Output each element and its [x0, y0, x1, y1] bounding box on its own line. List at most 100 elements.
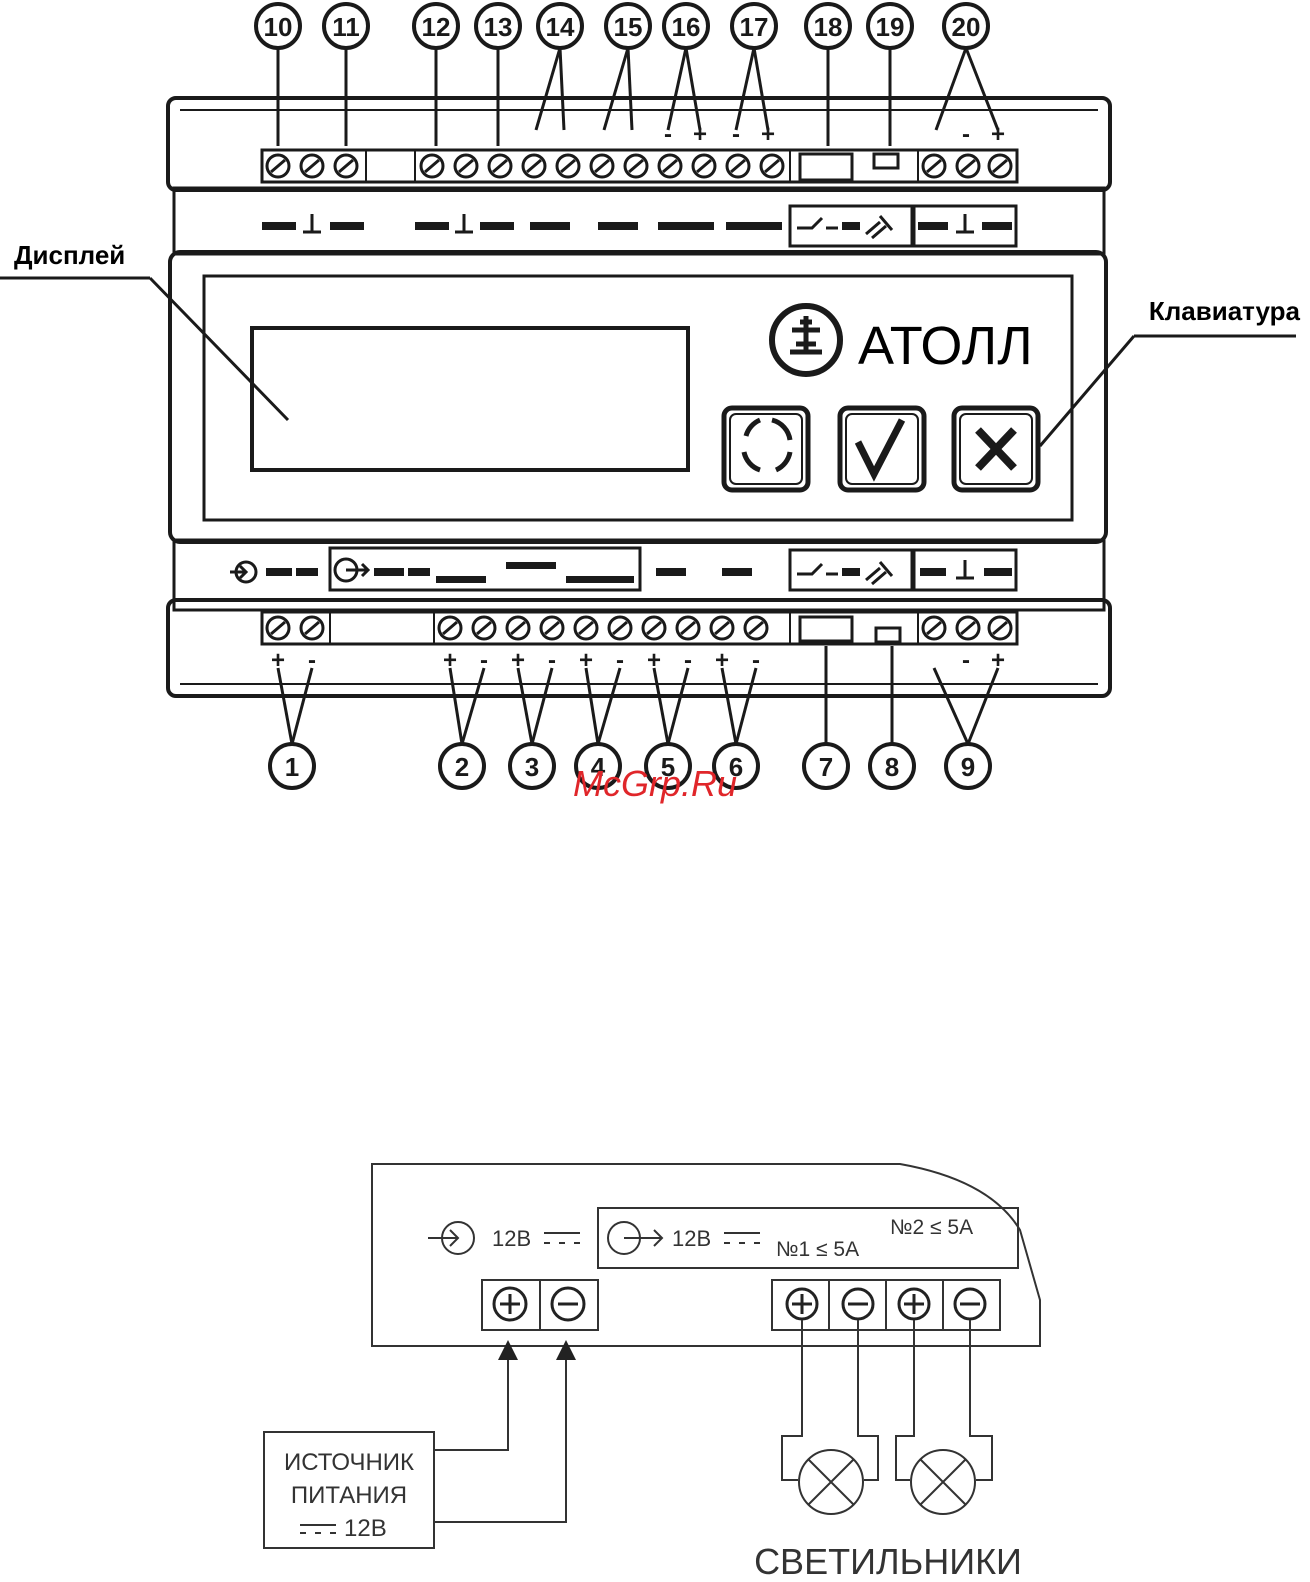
- callout-number: 13: [484, 12, 513, 42]
- callout-10: 10: [256, 4, 300, 146]
- terminal-screw-icon: [761, 155, 783, 177]
- out2-plus-terminal: [899, 1289, 929, 1319]
- callout-number: 7: [819, 752, 833, 782]
- terminal-screw-icon: [421, 155, 443, 177]
- callout-7: 7: [804, 646, 848, 788]
- polarity-plus: +: [761, 121, 775, 148]
- polarity-minus: -: [664, 121, 672, 148]
- out1-plus-terminal: [787, 1289, 817, 1319]
- callout-8: 8: [870, 646, 914, 788]
- display-window: [252, 328, 688, 470]
- callout-13: 13: [476, 4, 520, 146]
- callout-19: 19: [868, 4, 912, 146]
- callout-number: 19: [876, 12, 905, 42]
- polarity-minus: -: [962, 647, 970, 674]
- watermark-text: McGrp.Ru: [573, 763, 737, 804]
- terminal-screw-icon: [557, 155, 579, 177]
- callout-number: 15: [614, 12, 643, 42]
- terminal-screw-icon: [693, 155, 715, 177]
- callout-number: 3: [525, 752, 539, 782]
- callout-14: 14: [536, 4, 582, 130]
- output-voltage: 12В: [672, 1226, 711, 1251]
- input-minus-terminal: [552, 1288, 584, 1320]
- lamp-1-icon: [799, 1450, 863, 1514]
- menu-key[interactable]: [724, 408, 808, 490]
- terminal-screw-icon: [957, 155, 979, 177]
- polarity-minus: -: [548, 647, 556, 674]
- confirm-key[interactable]: [840, 408, 924, 490]
- polarity-plus: +: [693, 121, 707, 148]
- terminal-screw-icon: [625, 155, 647, 177]
- lamps-label: СВЕТИЛЬНИКИ: [754, 1541, 1022, 1577]
- polarity-minus: -: [684, 647, 692, 674]
- callout-number: 2: [455, 752, 469, 782]
- power-source-box: ИСТОЧНИК ПИТАНИЯ 12В: [264, 1432, 434, 1548]
- terminal-screw-icon: [659, 155, 681, 177]
- polarity-minus: -: [308, 647, 316, 674]
- input-plus-terminal: [494, 1288, 526, 1320]
- output-1-limit: №1 ≤ 5А: [776, 1238, 859, 1261]
- out1-minus-terminal: [843, 1289, 873, 1319]
- polarity-plus: +: [647, 647, 661, 674]
- polarity-plus: +: [511, 647, 525, 674]
- callout-12: 12: [414, 4, 458, 146]
- input-voltage: 12В: [492, 1226, 531, 1251]
- terminal-screw-icon: [439, 617, 461, 639]
- terminal-screw-icon: [267, 155, 289, 177]
- lamp-2-icon: [911, 1450, 975, 1514]
- display-label: Дисплей: [14, 240, 125, 270]
- callout-number: 12: [422, 12, 451, 42]
- terminal-screw-icon: [591, 155, 613, 177]
- keyboard-leader-line: [1040, 336, 1134, 446]
- callout-16: 16 -+: [664, 4, 708, 148]
- callout-number: 14: [546, 12, 575, 42]
- terminal-screw-icon: [301, 155, 323, 177]
- terminal-screw-icon: [523, 155, 545, 177]
- controller-device: [168, 98, 1110, 696]
- terminal-screw-icon: [989, 617, 1011, 639]
- polarity-plus: +: [715, 647, 729, 674]
- wiring-diagram: 12В 12В №1 ≤ 5А №2 ≤ 5А: [264, 1164, 1040, 1577]
- terminal-screw-icon: [489, 155, 511, 177]
- terminal-screw-icon: [923, 155, 945, 177]
- source-label-2: ПИТАНИЯ: [291, 1482, 407, 1509]
- terminal-screw-icon: [643, 617, 665, 639]
- terminal-screw-icon: [727, 155, 749, 177]
- source-label-3: 12В: [344, 1515, 387, 1542]
- polarity-plus: +: [271, 647, 285, 674]
- callout-number: 16: [672, 12, 701, 42]
- terminal-screw-icon: [455, 155, 477, 177]
- polarity-plus: +: [579, 647, 593, 674]
- cancel-key[interactable]: [954, 408, 1038, 490]
- callout-1: 1+-: [270, 647, 316, 788]
- callout-20: 20-+: [936, 4, 1005, 148]
- callout-2: 2+-: [440, 647, 488, 788]
- polarity-minus: -: [962, 121, 970, 148]
- callout-3: 3 +-: [510, 647, 556, 788]
- callout-number: 17: [740, 12, 769, 42]
- polarity-plus: +: [991, 647, 1005, 674]
- polarity-minus: -: [732, 121, 740, 148]
- output-2-limit: №2 ≤ 5А: [890, 1216, 973, 1239]
- callout-number: 18: [814, 12, 843, 42]
- brand-name: АТОЛЛ: [858, 316, 1033, 376]
- callout-9: 9-+: [934, 647, 1005, 788]
- terminal-screw-icon: [541, 617, 563, 639]
- callout-number: 20: [952, 12, 981, 42]
- out2-minus-terminal: [955, 1289, 985, 1319]
- polarity-minus: -: [752, 647, 760, 674]
- terminal-screw-icon: [575, 617, 597, 639]
- terminal-screw-icon: [335, 155, 357, 177]
- polarity-minus: -: [616, 647, 624, 674]
- terminal-screw-icon: [267, 617, 289, 639]
- callout-18: 18: [806, 4, 850, 146]
- polarity-plus: +: [443, 647, 457, 674]
- terminal-screw-icon: [989, 155, 1011, 177]
- terminal-screw-icon: [473, 617, 495, 639]
- callout-number: 8: [885, 752, 899, 782]
- atoll-logo-icon: [772, 306, 840, 374]
- callout-15: 15: [604, 4, 650, 130]
- callout-11: 11: [324, 4, 368, 146]
- keyboard-label: Клавиатура: [1149, 296, 1301, 326]
